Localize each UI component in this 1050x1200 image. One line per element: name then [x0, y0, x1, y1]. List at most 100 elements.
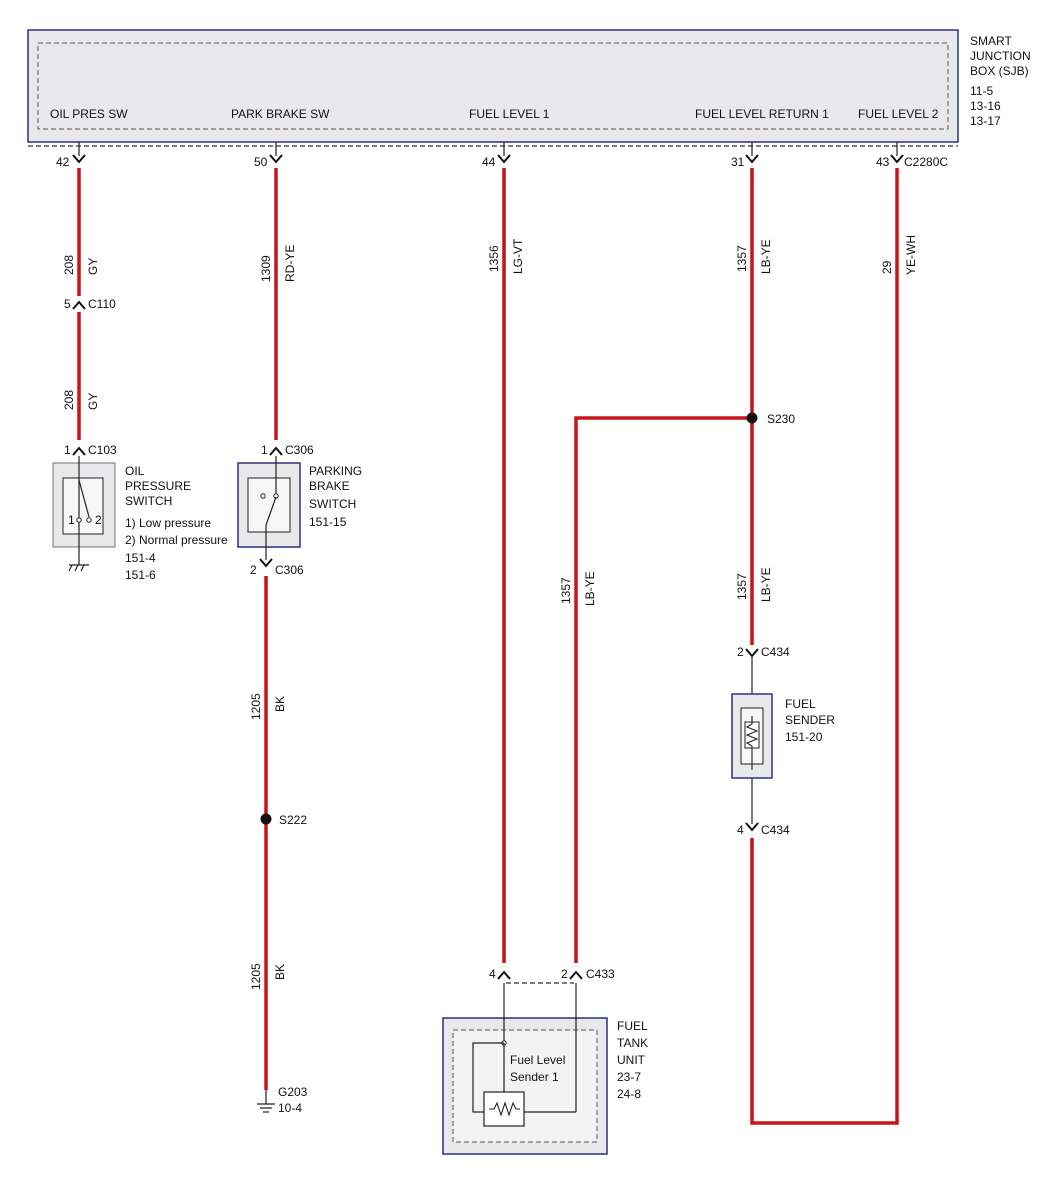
connector-pin: 1 — [64, 443, 71, 457]
connector-pin: 4 — [737, 823, 744, 837]
wire-color-label: GY — [86, 393, 100, 410]
sjb-pin-fuel-level-1: FUEL LEVEL 1 — [469, 107, 550, 121]
wire-color-label: BK — [273, 964, 287, 980]
connector-c306-top: 1 C306 — [261, 443, 314, 457]
oil-pressure-switch: 1 2 OIL PRESSURE SWITCH 1) Low pressure … — [52, 456, 228, 582]
component-label: 1) Low pressure — [125, 516, 211, 530]
connector-name: C103 — [88, 443, 117, 457]
wire-color-label: GY — [86, 258, 100, 275]
component-label: PARKING — [309, 464, 362, 478]
ground-ref: 10-4 — [278, 1101, 302, 1115]
connector-name: C434 — [761, 645, 790, 659]
component-label: SENDER — [785, 713, 835, 727]
component-label: OIL — [125, 464, 145, 478]
wires — [77, 168, 899, 1125]
component-label: PRESSURE — [125, 479, 191, 493]
component-label: 151-4 — [125, 551, 156, 565]
component-label: 151-15 — [309, 515, 347, 529]
component-label: TANK — [617, 1036, 648, 1050]
splice-label: S222 — [279, 813, 307, 827]
splice-label: S230 — [767, 412, 795, 426]
sjb-ref-line: 13-17 — [970, 114, 1001, 128]
ground-g203: G203 10-4 — [257, 1085, 308, 1115]
component-label: 151-20 — [785, 730, 823, 744]
pin-number: 43 — [876, 155, 890, 169]
connector-label-c2280c: C2280C — [904, 155, 948, 169]
component-label: FUEL — [785, 697, 816, 711]
connector-c434-top: 2 C434 — [737, 645, 790, 694]
ground-icon — [68, 564, 89, 572]
switch-pin-2: 2 — [95, 513, 102, 527]
wire-circuit-label: 1205 — [249, 963, 263, 990]
connector-pin: 1 — [261, 443, 268, 457]
connector-pin: 2 — [737, 645, 744, 659]
sjb-ref-line: 13-16 — [970, 99, 1001, 113]
component-label: 2) Normal pressure — [125, 533, 228, 547]
component-label: 23-7 — [617, 1070, 641, 1084]
wire-fuel-level-2 — [750, 168, 899, 1125]
smart-junction-box: SMART JUNCTION BOX (SJB) 11-5 13-16 13-1… — [27, 29, 1031, 147]
pin-number: 31 — [731, 155, 745, 169]
sjb-pin-fuel-level-2: FUEL LEVEL 2 — [858, 107, 939, 121]
sjb-ref-line: 11-5 — [970, 84, 993, 98]
sjb-title-line: BOX (SJB) — [970, 64, 1029, 78]
switch-blade — [265, 496, 277, 526]
component-label: UNIT — [617, 1053, 646, 1067]
connector-pin: 2 — [250, 563, 257, 577]
wire-circuit-label: 208 — [62, 255, 76, 275]
connector-c306-bottom: 2 C306 — [250, 548, 304, 577]
sjb-pin-fuel-level-return-1: FUEL LEVEL RETURN 1 — [695, 107, 829, 121]
resistor-icon — [745, 716, 759, 770]
connector-name: C433 — [586, 967, 615, 981]
sjb-pin-park-brake-sw: PARK BRAKE SW — [231, 107, 330, 121]
splice-s230: S230 — [746, 412, 795, 426]
fuel-sender: FUEL SENDER 151-20 — [731, 693, 835, 779]
component-label: FUEL — [617, 1019, 648, 1033]
sjb-pin-numbers: 42 50 44 31 43 C2280C — [56, 155, 948, 169]
connector-c110: 5 C110 — [64, 296, 116, 312]
wire-circuit-label: 1357 — [559, 577, 573, 604]
sjb-pin-oil-pres-sw: OIL PRES SW — [50, 107, 128, 121]
wire-circuit-label: 1205 — [249, 693, 263, 720]
wire-labels: 208 GY 208 GY 1309 RD-YE 1356 LG-VT 1357… — [62, 235, 918, 990]
wire-color-label: RD-YE — [283, 245, 297, 282]
connector-name: C434 — [761, 823, 790, 837]
component-label: 24-8 — [617, 1087, 641, 1101]
resistor-icon — [489, 1101, 520, 1117]
pin-number: 50 — [254, 155, 268, 169]
component-label: SWITCH — [309, 497, 356, 511]
switch-blade — [78, 479, 90, 518]
sjb-title-line: JUNCTION — [970, 49, 1031, 63]
wire-return-branch — [574, 416, 752, 963]
component-label: 151-6 — [125, 568, 156, 582]
fuel-tank-unit: Fuel Level Sender 1 FUEL TANK UNIT 23-7 … — [442, 983, 648, 1155]
wire-circuit-label: 1357 — [735, 573, 749, 600]
connector-c433: 4 2 C433 — [489, 967, 615, 984]
wire-color-label: LB-YE — [583, 571, 597, 606]
wire-circuit-label: 1309 — [259, 255, 273, 282]
ground-label: G203 — [278, 1085, 308, 1099]
connector-c103: 1 C103 — [64, 443, 117, 457]
wire-circuit-label: 29 — [880, 260, 894, 274]
connector-name: C110 — [88, 297, 116, 311]
switch-pin-1: 1 — [68, 513, 75, 527]
wire-circuit-label: 1357 — [735, 245, 749, 272]
connector-pin: 2 — [561, 967, 568, 981]
wire-color-label: LB-YE — [759, 567, 773, 602]
connector-c434-bottom: 4 C434 — [737, 778, 790, 837]
connector-pin: 5 — [64, 297, 71, 311]
wire-color-label: LG-VT — [511, 238, 525, 274]
component-inner-label: Sender 1 — [510, 1070, 559, 1084]
component-label: SWITCH — [125, 494, 172, 508]
pin-number: 42 — [56, 155, 70, 169]
wire-color-label: BK — [273, 696, 287, 712]
wire-color-label: YE-WH — [904, 235, 918, 275]
connector-name: C306 — [285, 443, 314, 457]
component-label: BRAKE — [309, 479, 350, 493]
splice-s222: S222 — [260, 813, 307, 827]
component-inner-label: Fuel Level — [510, 1053, 565, 1067]
connector-pin: 4 — [489, 967, 496, 981]
sjb-title: SMART JUNCTION BOX (SJB) 11-5 13-16 13-1… — [970, 34, 1031, 128]
connector-name: C306 — [275, 563, 304, 577]
ground-icon — [257, 1103, 275, 1113]
